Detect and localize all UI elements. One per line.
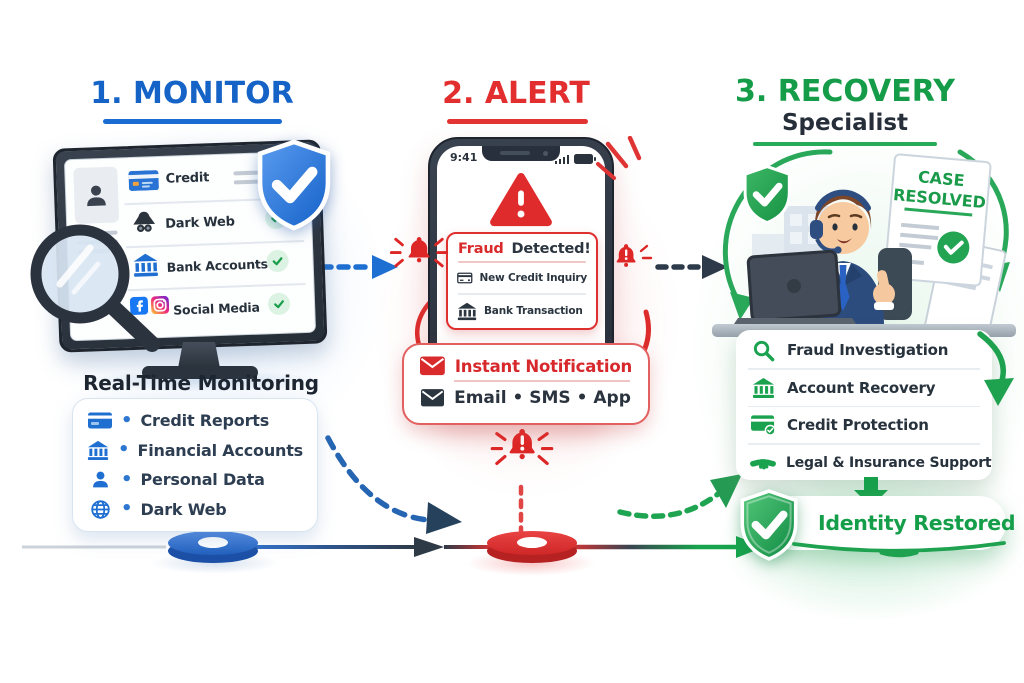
monitor-row-label: Credit	[165, 170, 210, 187]
fraud-row: Bank Transaction	[448, 295, 596, 328]
dashed-curve-monitor-to-alert	[325, 435, 462, 534]
shield-check-icon	[257, 139, 331, 231]
bank-icon	[457, 302, 477, 320]
alert-spark-lines	[596, 136, 642, 180]
case-doc-line1: CASE	[917, 167, 965, 190]
envelope-icon	[420, 356, 445, 376]
bullet: •	[121, 468, 133, 490]
check-icon	[266, 249, 289, 273]
magnifier-icon	[30, 224, 160, 352]
timeline-node-monitor	[168, 531, 258, 563]
dashed-curve-alert-to-recovery	[617, 474, 742, 519]
handshake-icon	[750, 454, 776, 472]
bank-icon	[87, 440, 110, 461]
magnifier-icon	[750, 339, 777, 362]
alert-bell-icon	[389, 237, 449, 268]
monitoring-item-label: Credit Reports	[140, 411, 270, 431]
shield-check-icon	[743, 164, 791, 225]
service-label: Credit Protection	[787, 416, 929, 434]
fraud-row-label: New Credit Inquiry	[479, 272, 588, 284]
recovery-scene: CASE RESOLVED	[712, 149, 1016, 338]
green-curved-arrow	[977, 331, 1014, 406]
monitoring-item: • Credit Reports	[87, 406, 303, 435]
envelope-icon	[421, 388, 445, 406]
fraud-title-rest: Detected!	[511, 241, 591, 257]
notification-card: Instant Notification Email • SMS • App	[402, 343, 650, 425]
notification-bell-icon	[490, 428, 554, 466]
check-icon	[267, 292, 291, 316]
monitoring-card: • Credit Reports • Financial Accounts • …	[72, 398, 318, 532]
red-dashed-connector	[518, 484, 524, 536]
timeline-mid-arrowhead	[414, 537, 444, 557]
recovery-services-card: Fraud Investigation Account Recovery Cre…	[736, 330, 992, 480]
service-item: Legal & Insurance Support	[736, 445, 992, 481]
timeline-node-alert	[487, 531, 577, 563]
service-item: Account Recovery	[736, 370, 992, 406]
phone-notch	[482, 146, 560, 161]
bullet: •	[121, 498, 133, 520]
step3-underline	[753, 142, 937, 146]
credit-card-icon	[87, 412, 113, 429]
monitoring-item: • Financial Accounts	[87, 436, 303, 465]
service-label: Legal & Insurance Support	[786, 454, 992, 471]
monitoring-item: • Dark Web	[87, 495, 303, 524]
fraud-title: Fraud Detected!	[448, 234, 596, 261]
step2-title: 2. ALERT	[442, 76, 590, 111]
alert-bell-icon	[616, 244, 653, 267]
notification-title-row: Instant Notification	[404, 345, 648, 380]
person-icon	[87, 469, 113, 490]
person-icon	[87, 185, 106, 207]
identity-restored-label: Identity Restored	[818, 511, 1016, 535]
step1-underline	[103, 119, 282, 124]
battery-icon	[574, 154, 593, 164]
step3-subtitle: Specialist	[781, 110, 909, 136]
service-item: Fraud Investigation	[736, 332, 992, 368]
globe-icon	[87, 499, 113, 520]
step2-underline	[447, 119, 588, 124]
fraud-row: New Credit Inquiry	[448, 263, 596, 293]
fraud-alert-card: Fraud Detected! New Credit Inquiry Bank …	[446, 232, 598, 330]
fraud-row-label: Bank Transaction	[484, 305, 583, 317]
notification-channels-row: Email • SMS • App	[404, 382, 648, 408]
arrowhead	[984, 378, 1014, 406]
signal-icon	[554, 155, 569, 164]
status-time: 9:41	[450, 151, 478, 164]
green-swoosh-underline	[792, 541, 1006, 558]
monitoring-item-label: Personal Data	[140, 470, 265, 490]
service-label: Fraud Investigation	[787, 341, 949, 359]
bullet: •	[117, 439, 130, 461]
notification-channels: Email • SMS • App	[454, 387, 631, 408]
monitoring-item: • Personal Data	[87, 465, 303, 494]
fraud-title-accent: Fraud	[458, 241, 504, 257]
speaker-slot	[500, 151, 530, 155]
arrowhead	[426, 502, 462, 534]
step3-title: 3. RECOVERY	[735, 74, 955, 109]
credit-protection-icon	[750, 414, 777, 436]
credit-card-icon	[128, 170, 159, 191]
credit-card-icon	[457, 272, 473, 284]
monitoring-caption: Real-Time Monitoring	[83, 371, 319, 395]
bank-icon	[750, 377, 777, 399]
monitor-row-label: Bank Accounts	[166, 256, 269, 275]
service-label: Account Recovery	[787, 378, 936, 397]
notification-title: Instant Notification	[454, 356, 632, 376]
monitor-row-label: Social Media	[172, 299, 260, 318]
step1-title: 1. MONITOR	[90, 76, 294, 111]
camera-dot	[543, 150, 548, 156]
monitor-stand-neck	[178, 342, 220, 368]
bullet: •	[121, 409, 133, 431]
monitoring-item-label: Dark Web	[140, 499, 227, 519]
monitoring-item-label: Financial Accounts	[137, 440, 303, 460]
service-item: Credit Protection	[736, 407, 992, 443]
warning-triangle-icon	[490, 172, 552, 227]
